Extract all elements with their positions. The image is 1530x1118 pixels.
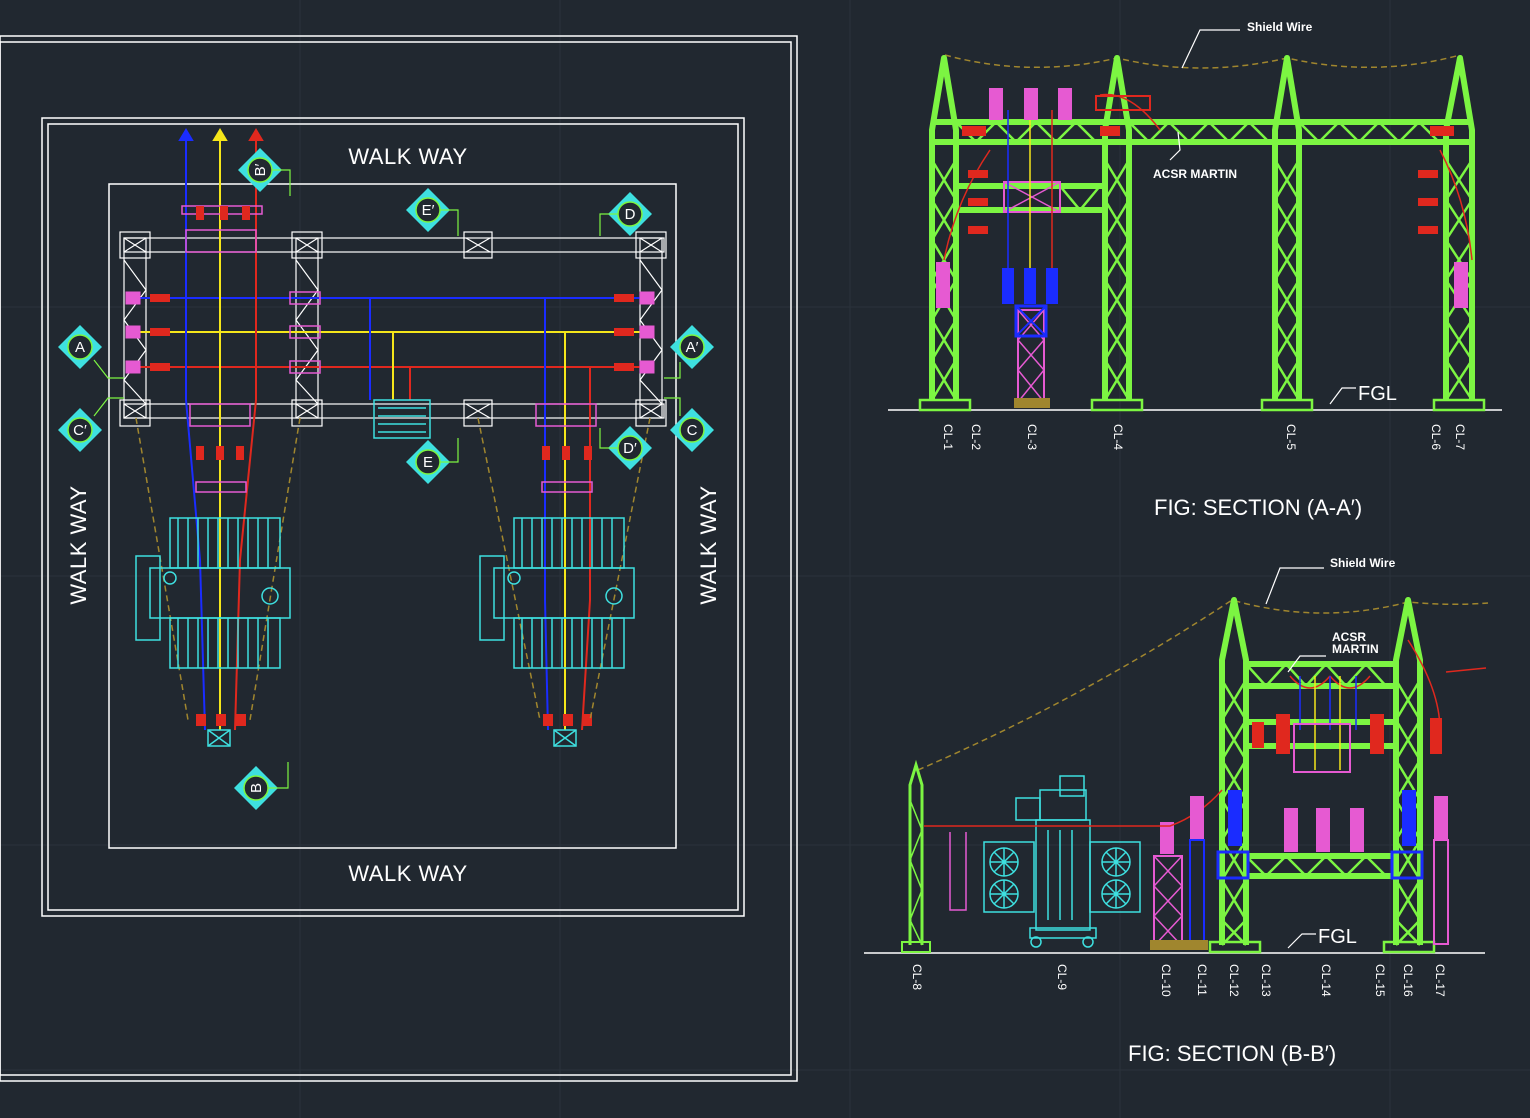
plan-switchgear bbox=[125, 205, 655, 493]
section-aa-centerlines: CL-1 CL-2 CL-3 CL-4 CL-5 CL-6 CL-7 bbox=[941, 424, 1467, 450]
walkway-label-bottom: WALK WAY bbox=[348, 861, 467, 886]
section-aa-structure bbox=[929, 55, 1475, 400]
section-bb-shield-wire-label: Shield Wire bbox=[1330, 556, 1396, 570]
section-bb-conductors bbox=[924, 639, 1487, 827]
section-aa-view: Shield Wire bbox=[888, 20, 1502, 520]
section-marker-c: C bbox=[664, 397, 714, 452]
centerline-label: CL-4 bbox=[1111, 424, 1125, 450]
plan-center-equipment bbox=[373, 399, 431, 439]
svg-text:A: A bbox=[75, 339, 85, 356]
section-bb-title: FIG: SECTION (B-B′) bbox=[1128, 1041, 1336, 1066]
centerline-label: CL-5 bbox=[1284, 424, 1298, 450]
centerline-label: CL-9 bbox=[1055, 964, 1069, 990]
section-marker-a: A bbox=[58, 325, 124, 379]
plan-right-bay bbox=[369, 298, 591, 731]
plan-boundary bbox=[0, 35, 798, 1082]
section-bb-gantry bbox=[1219, 597, 1423, 945]
section-marker-d-prime: D′ bbox=[599, 426, 652, 470]
section-aa-lattice bbox=[918, 120, 1486, 412]
section-marker-b: B bbox=[234, 762, 289, 810]
section-aa-conductor-label: ACSR MARTIN bbox=[1153, 167, 1237, 181]
section-marker-b-prime: B′ bbox=[238, 148, 291, 196]
section-bb-conductor-label-line2: MARTIN bbox=[1332, 642, 1379, 656]
centerline-label: CL-8 bbox=[910, 964, 924, 990]
section-marker-a-prime: A′ bbox=[664, 325, 714, 379]
section-aa-insulators bbox=[962, 95, 1454, 234]
section-bb-conductor-label-line1: ACSR bbox=[1332, 630, 1366, 644]
section-aa-ct-support bbox=[1002, 181, 1061, 408]
centerline-label: CL-13 bbox=[1259, 964, 1273, 997]
centerline-label: CL-11 bbox=[1195, 964, 1209, 996]
centerline-label: CL-6 bbox=[1429, 424, 1443, 450]
section-bb-support-cl10 bbox=[1152, 822, 1184, 947]
svg-text:B′: B′ bbox=[252, 163, 269, 176]
section-bb-terminal-tower bbox=[901, 759, 931, 953]
section-bb-transformer bbox=[983, 775, 1141, 948]
section-bb-shield-wire bbox=[917, 599, 1489, 771]
centerline-label: CL-16 bbox=[1401, 964, 1415, 997]
section-bb-equipment bbox=[949, 714, 1449, 950]
section-bb-centerlines: CL-8 CL-9 CL-10 CL-11 CL-12 CL-13 CL-14 … bbox=[910, 964, 1447, 997]
plan-insulators bbox=[150, 206, 634, 726]
plan-transformer-left bbox=[135, 517, 291, 747]
centerline-label: CL-12 bbox=[1227, 964, 1241, 997]
centerline-label: CL-17 bbox=[1433, 964, 1447, 997]
svg-text:D: D bbox=[625, 206, 636, 223]
centerline-label: CL-10 bbox=[1159, 964, 1173, 997]
section-aa-shield-wire bbox=[944, 54, 1461, 69]
centerline-label: CL-15 bbox=[1373, 964, 1387, 997]
section-aa-ground-label: FGL bbox=[1358, 383, 1397, 405]
section-bb-view: Shield Wire bbox=[864, 556, 1489, 1066]
walkway-label-top: WALK WAY bbox=[348, 144, 467, 169]
svg-text:A′: A′ bbox=[686, 339, 699, 356]
section-aa-phase-drops bbox=[1007, 110, 1053, 268]
centerline-label: CL-7 bbox=[1453, 424, 1467, 450]
section-marker-e-prime: E′ bbox=[406, 188, 459, 236]
svg-text:C′: C′ bbox=[73, 422, 87, 439]
plan-view: WALK WAY WALK WAY WALK WAY WALK WAY bbox=[0, 35, 798, 1082]
svg-text:E: E bbox=[423, 454, 433, 471]
svg-text:D′: D′ bbox=[623, 440, 637, 457]
section-aa-title: FIG: SECTION (A-A′) bbox=[1154, 495, 1362, 520]
section-marker-e: E bbox=[406, 438, 459, 484]
walkway-label-left: WALK WAY bbox=[66, 485, 91, 604]
centerline-label: CL-1 bbox=[941, 424, 955, 450]
centerline-label: CL-14 bbox=[1319, 964, 1333, 997]
section-marker-d: D bbox=[599, 192, 652, 236]
svg-text:B: B bbox=[248, 783, 265, 793]
section-aa-arresters bbox=[936, 88, 1468, 308]
plan-transformer-right bbox=[479, 517, 635, 747]
plan-shield-wires bbox=[135, 417, 651, 721]
svg-text:C: C bbox=[687, 422, 698, 439]
svg-text:E′: E′ bbox=[422, 202, 435, 219]
section-marker-c-prime: C′ bbox=[58, 397, 124, 452]
section-aa-shield-wire-label: Shield Wire bbox=[1247, 20, 1313, 34]
section-bb-ground-label: FGL bbox=[1318, 926, 1357, 948]
section-aa-conductors bbox=[943, 93, 1473, 261]
centerline-label: CL-3 bbox=[1025, 424, 1039, 450]
centerline-label: CL-2 bbox=[969, 424, 983, 450]
walkway-label-right: WALK WAY bbox=[696, 485, 721, 604]
